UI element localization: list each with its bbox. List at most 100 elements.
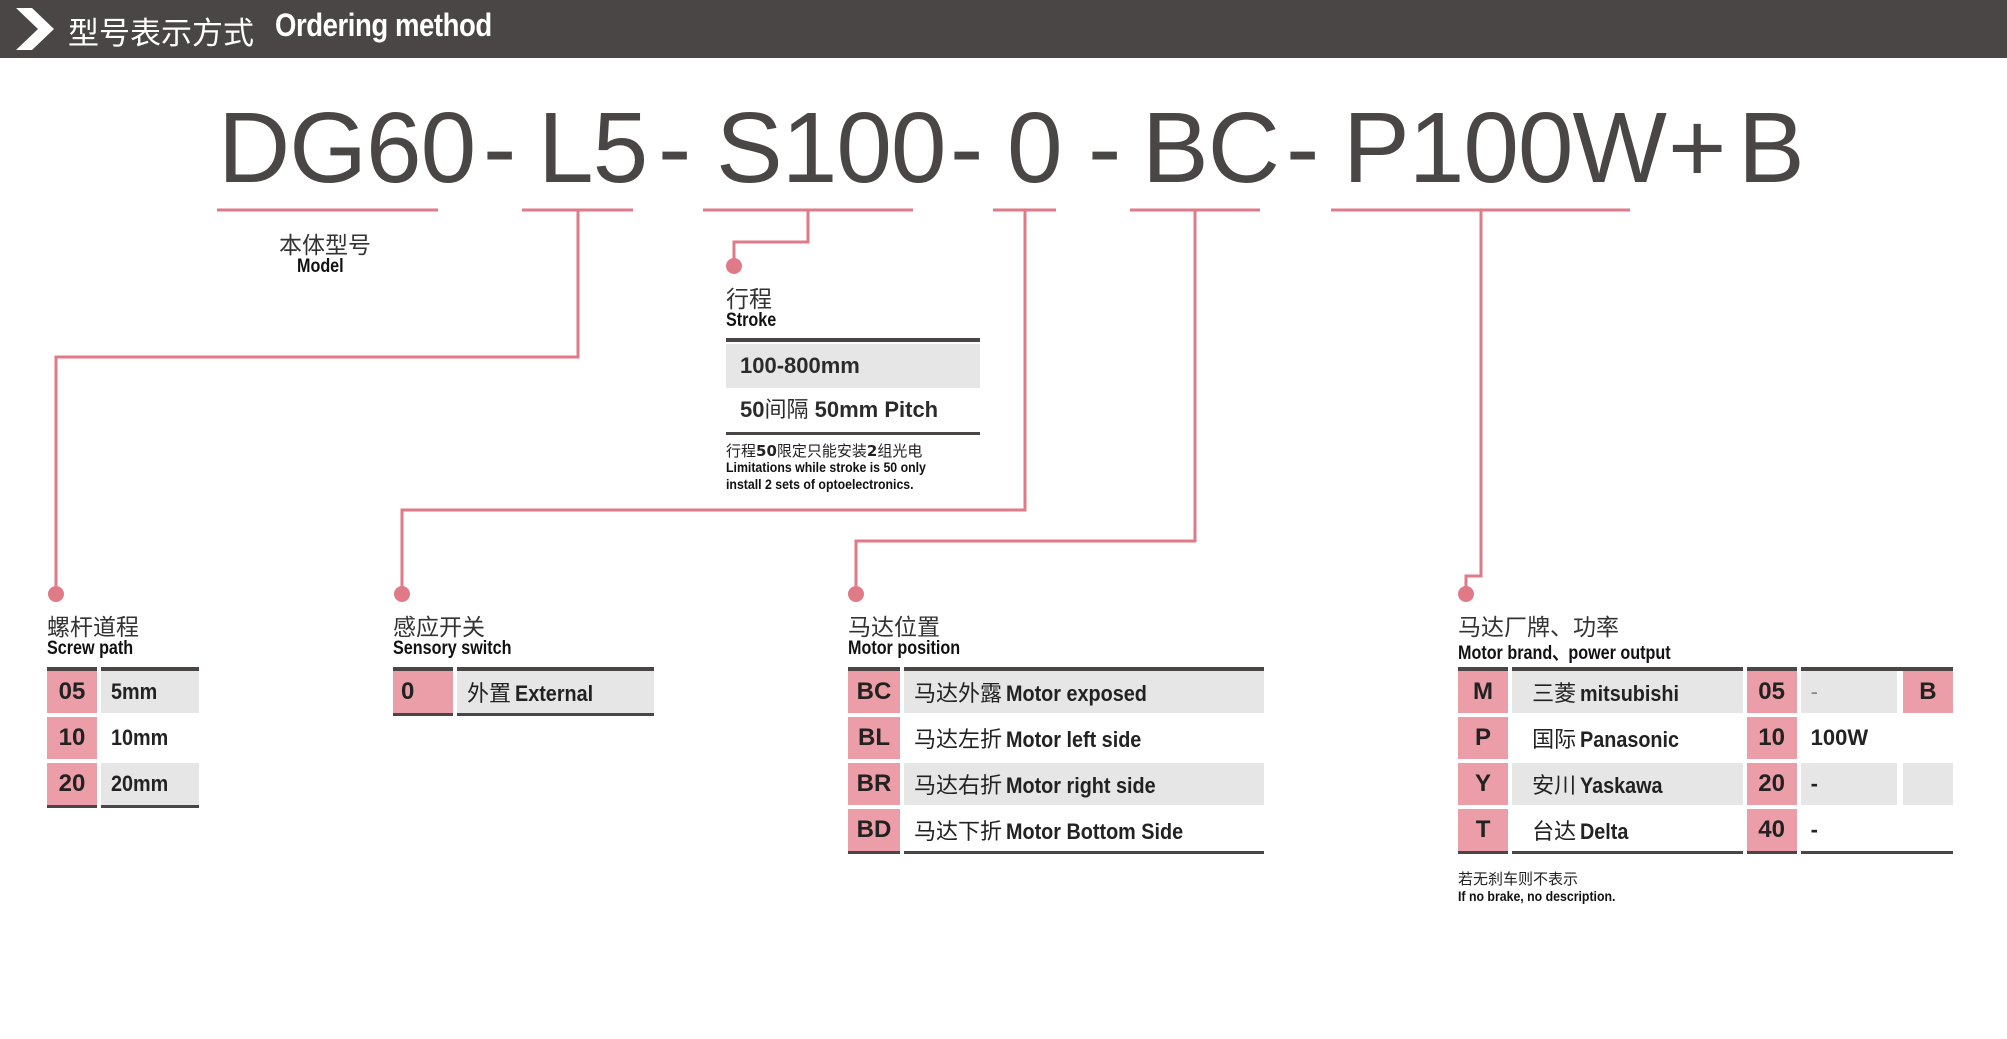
stroke-note-en-1: Limitations while stroke is 50 only: [726, 459, 926, 475]
code-motor-position: BC: [1142, 92, 1280, 204]
screw-value: 10mm: [99, 715, 199, 763]
power-value: -: [1798, 761, 1897, 809]
dot-sensory-switch: [394, 586, 410, 602]
code-model: DG60: [218, 92, 476, 204]
power-value: 100W: [1798, 715, 1897, 763]
power-code: 10: [1742, 715, 1801, 763]
motor-position-code: BR: [848, 761, 904, 809]
table-row: 05 5mm: [47, 669, 199, 717]
brand-code: M: [1458, 669, 1513, 717]
brake-note-cn: 若无刹车则不表示: [1458, 870, 1579, 888]
screw-value: 5mm: [99, 669, 199, 717]
screw-code: 10: [47, 715, 101, 763]
leader-stroke: [732, 210, 810, 266]
brake-cell-empty: [1902, 807, 1953, 853]
dot-stroke: [726, 258, 742, 274]
header-title-cn: 型号表示方式: [68, 16, 254, 52]
power-value: -: [1810, 817, 1818, 842]
code-brake: B: [1738, 92, 1805, 204]
stroke-note-cn: 行程50限定只能安装2组光电: [726, 442, 923, 460]
screw-path-label-en: Screw path: [47, 638, 134, 659]
header-title-en: Ordering method: [275, 7, 492, 43]
screw-path-table: 05 5mm 10 10mm 20 20mm: [47, 667, 199, 808]
code-dash-2: -: [658, 92, 691, 204]
brake-cell-empty: [1902, 715, 1953, 763]
code-stroke: S100: [716, 92, 947, 204]
brand-code: P: [1458, 715, 1513, 763]
power-code: 40: [1742, 807, 1801, 853]
code-motor-brand-power: P100W: [1343, 92, 1667, 204]
dot-motor-brand: [1458, 586, 1474, 602]
brand-code: T: [1458, 807, 1513, 853]
code-dash-3: -: [950, 92, 983, 204]
motor-position-code: BL: [848, 715, 904, 763]
code-dash-1: -: [483, 92, 516, 204]
code-plus: +: [1668, 92, 1726, 204]
motor-brand-label-cn: 马达厂牌、功率: [1458, 615, 1619, 641]
leader-motor-brand: [1464, 210, 1483, 594]
table-row: 10 10mm: [47, 715, 199, 763]
motor-brand-label-en: Motor brand、power output: [1458, 643, 1671, 664]
code-sensor: 0: [1007, 92, 1063, 204]
sensor-code: 0: [393, 669, 457, 715]
power-value: -: [1798, 669, 1897, 717]
stroke-note-en-2: install 2 sets of optoelectronics.: [726, 476, 914, 492]
stroke-pitch: 50间隔 50mm Pitch: [740, 397, 939, 423]
dot-motor-position: [848, 586, 864, 602]
model-label-en: Model: [297, 256, 344, 277]
motor-position-code: BC: [848, 669, 904, 717]
leader-sensory-switch: [400, 210, 1027, 594]
screw-value: 20mm: [99, 761, 199, 807]
motor-position-label-cn: 马达位置: [848, 615, 940, 641]
stroke-label-cn: 行程: [726, 287, 772, 313]
code-screw: L5: [538, 92, 648, 204]
sensory-switch-label-en: Sensory switch: [393, 638, 512, 659]
brake-note-en: If no brake, no description.: [1458, 888, 1616, 904]
stroke-range: 100-800mm: [726, 344, 980, 388]
chevron-right-icon: [16, 8, 54, 50]
header-bar: 型号表示方式 Ordering method: [0, 0, 2007, 58]
screw-code: 05: [47, 669, 101, 717]
power-code: 20: [1742, 761, 1801, 809]
screw-code: 20: [47, 761, 101, 807]
power-code: 05: [1742, 669, 1801, 717]
leader-screw-path: [54, 210, 580, 594]
code-dash-5: -: [1286, 92, 1319, 204]
leader-motor-position: [854, 210, 1197, 594]
sensory-switch-label-cn: 感应开关: [393, 615, 485, 641]
motor-position-code: BD: [848, 807, 904, 853]
dot-screw-path: [48, 586, 64, 602]
screw-path-label-cn: 螺杆道程: [47, 615, 139, 641]
stroke-table: 100-800mm 50间隔 50mm Pitch: [726, 338, 980, 435]
brand-code: Y: [1458, 761, 1513, 809]
brake-code: B: [1902, 669, 1953, 717]
code-dash-4: -: [1088, 92, 1121, 204]
motor-position-label-en: Motor position: [848, 638, 961, 659]
model-label-cn: 本体型号: [279, 233, 371, 259]
brake-cell-empty: [1902, 761, 1953, 809]
table-row: 20 20mm: [47, 761, 199, 807]
